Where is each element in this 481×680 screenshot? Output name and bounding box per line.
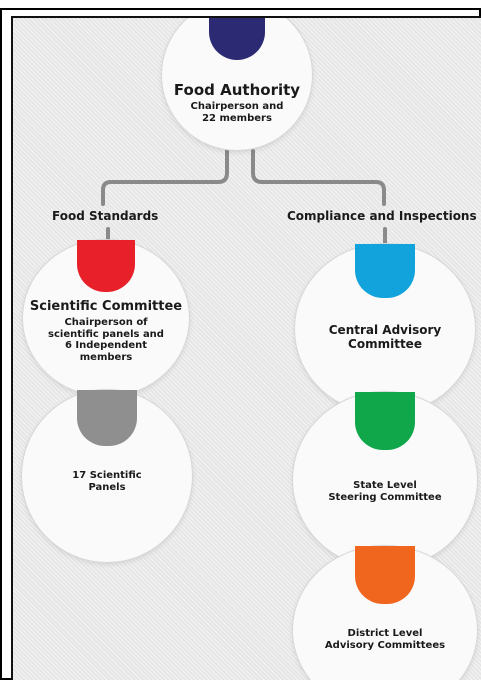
food-authority-title: Food Authority [173,81,301,99]
root-right-connector [251,149,386,206]
scientific-panels-node: 17 Scientific Panels [22,390,192,562]
district-level-advisory-committees-label: District Level Advisory Committees [324,628,446,651]
branch-label-compliance: Compliance and Inspections [287,209,477,223]
district-level-color-tab [355,546,415,604]
org-chart-panel: Food Authority Chairperson and 22 member… [11,16,481,680]
food-authority-subtitle: Chairperson and 22 members [190,101,284,124]
food-authority-node: Food Authority Chairperson and 22 member… [162,18,312,150]
district-level-advisory-committees-node: District Level Advisory Committees [293,546,477,680]
central-advisory-committee-node: Central Advisory Committee [295,244,475,414]
scientific-panels-color-tab [77,390,137,446]
scientific-committee-node: Scientific Committee Chairperson of scie… [23,240,189,396]
state-level-steering-committee-node: State Level Steering Committee [293,392,477,568]
scientific-committee-color-tab [77,240,135,292]
root-left-connector [101,149,229,206]
state-level-steering-committee-label: State Level Steering Committee [328,480,442,503]
scientific-panels-label: 17 Scientific Panels [72,470,142,493]
scientific-committee-title: Scientific Committee [29,299,183,314]
food-authority-color-tab [209,18,265,60]
top-border [0,0,481,10]
state-level-color-tab [355,392,415,450]
scientific-committee-subtitle: Chairperson of scientific panels and 6 I… [48,317,164,363]
central-advisory-color-tab [355,244,415,298]
branch-label-food-standards: Food Standards [52,209,159,223]
central-advisory-committee-label: Central Advisory Committee [328,323,442,351]
